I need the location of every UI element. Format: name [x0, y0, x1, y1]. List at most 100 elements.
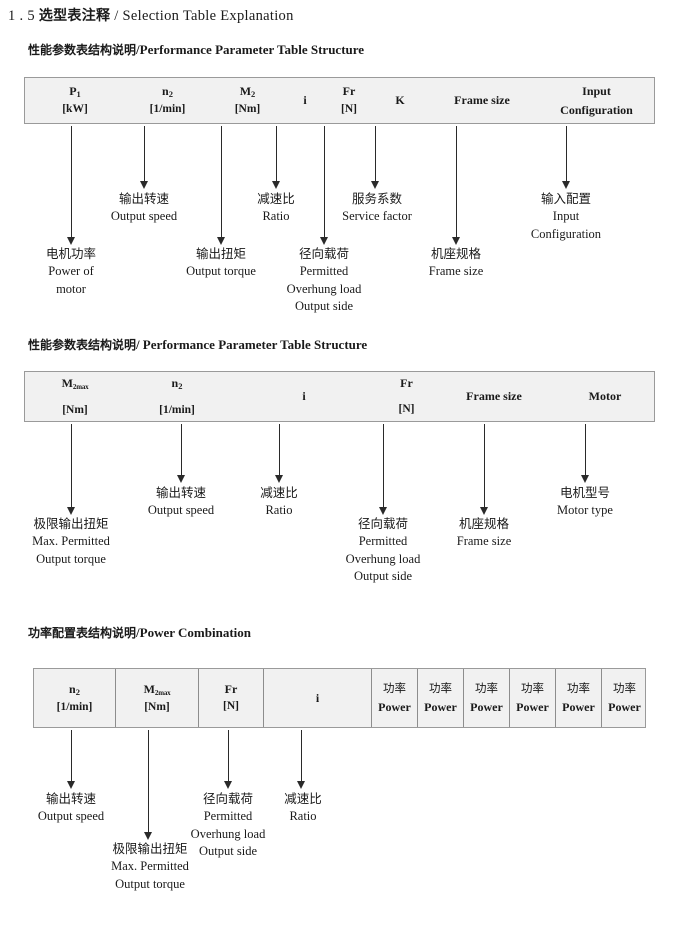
table1-col-m2: M2 [Nm]	[210, 78, 285, 123]
annotation-input-configuration-chinese: 输入配置	[540, 191, 592, 206]
table1-col-i-symbol: i	[303, 93, 307, 108]
annotation-overhung-load-3-chinese: 径向载荷	[202, 791, 254, 806]
annotation-ratio: 减速比 Ratio	[257, 190, 295, 226]
table2-col-frame-size-label: Frame size	[466, 389, 522, 404]
table2-col-fr-unit: [N]	[398, 403, 415, 416]
table1-col-input-configuration-line1: Input	[582, 83, 611, 98]
table2-col-n2-unit: [1/min]	[159, 403, 195, 416]
table3-col-power-2: 功率 Power	[417, 669, 463, 727]
annotation-ratio-en-1: Ratio	[262, 208, 290, 223]
table1-col-fr-unit: [N]	[341, 102, 357, 115]
annotation-overhung-load-2-en-3: Output side	[354, 569, 412, 584]
annotation-ratio-2-chinese: 减速比	[260, 485, 298, 500]
table1-col-fr: Fr [N]	[325, 78, 373, 123]
annotation-output-speed-2-chinese: 输出转速	[155, 485, 206, 500]
arrow-head-output-speed-3	[67, 781, 75, 789]
annotation-frame-size-2-chinese: 机座规格	[458, 516, 509, 531]
table3-col-power-1-english: Power	[378, 699, 411, 714]
annotation-ratio-3: 减速比 Ratio	[284, 790, 322, 826]
section-2-heading-chinese: 性能参数表结构说明	[28, 338, 137, 352]
section-2-heading-separator: /	[136, 337, 140, 352]
table2-col-m2max-symbol: M	[61, 375, 73, 390]
annotation-service-factor-en-1: Service factor	[342, 208, 412, 223]
annotation-power-of-motor: 电机功率 Power of motor	[46, 245, 96, 298]
arrow-stem-output-speed-3	[71, 730, 72, 783]
annotation-max-permitted-output-torque-3-en-1: Max. Permitted	[111, 858, 189, 873]
table3-col-power-6-english: Power	[608, 699, 641, 714]
table3-col-i-symbol: i	[315, 690, 320, 705]
annotation-power-of-motor-chinese: 电机功率	[45, 246, 97, 261]
table2-col-i-symbol: i	[302, 389, 306, 404]
table1-col-frame-size: Frame size	[427, 78, 537, 123]
table1-col-frame-size-label: Frame size	[454, 93, 510, 108]
table2-col-fr: Fr [N]	[379, 372, 434, 421]
annotation-output-speed-3: 输出转速 Output speed	[38, 790, 104, 826]
table1-col-n2-subscript: 2	[168, 89, 173, 99]
table3-col-power-5-english: Power	[562, 699, 595, 714]
arrow-stem-output-speed-2	[181, 424, 182, 477]
table2-col-i: i	[229, 372, 379, 421]
annotation-frame-size-2: 机座规格 Frame size	[457, 515, 512, 551]
table3-col-n2-subscript: 2	[75, 686, 80, 697]
annotation-frame-size-chinese: 机座规格	[430, 246, 481, 261]
annotation-output-speed-3-en-1: Output speed	[37, 808, 105, 823]
arrow-stem-max-permitted-output-torque-2	[71, 424, 72, 509]
annotation-overhung-load-2-en-1: Permitted	[358, 533, 408, 548]
annotation-overhung-load-en-3: Output side	[295, 299, 353, 314]
section-3-heading-separator: /	[136, 625, 140, 640]
annotation-overhung-load-en-2: Overhung load	[286, 281, 362, 296]
arrow-head-output-torque	[217, 237, 225, 245]
table1-col-m2-subscript: 2	[251, 89, 256, 99]
table1-col-input-configuration-line2: Configuration	[560, 102, 633, 117]
arrow-head-max-permitted-output-torque-2	[67, 507, 75, 515]
section-1-heading-english: Performance Parameter Table Structure	[139, 42, 365, 57]
table3-col-m2max-subscript: 2max	[154, 688, 171, 697]
page-title-number: 1 . 5	[8, 8, 35, 24]
section-3-heading: 功率配置表结构说明/Power Combination	[28, 624, 251, 641]
annotation-max-permitted-output-torque-2-en-2: Output torque	[36, 551, 106, 566]
annotation-max-permitted-output-torque-3-chinese: 极限输出扭矩	[112, 841, 188, 856]
section-3-heading-english: Power Combination	[139, 625, 251, 640]
table3-col-fr-unit: [N]	[223, 700, 239, 713]
annotation-motor-type-2-chinese: 电机型号	[559, 485, 610, 500]
arrow-head-frame-size	[452, 237, 460, 245]
table1-col-p1-unit: [kW]	[62, 103, 88, 116]
table1-col-input-configuration: Input Configuration	[537, 78, 656, 123]
arrow-head-motor-type-2	[581, 475, 589, 483]
table1-col-p1-subscript: 1	[76, 89, 81, 99]
arrow-stem-input-configuration	[566, 126, 567, 183]
table1-col-p1: P1 [kW]	[25, 78, 125, 123]
table2-col-m2max-subscript: 2max	[72, 382, 89, 391]
annotation-ratio-chinese: 减速比	[257, 191, 295, 206]
annotation-overhung-load-2-en-2: Overhung load	[345, 551, 421, 566]
table3-col-n2-unit: [1/min]	[56, 700, 93, 713]
table3-col-n2: n2 [1/min]	[34, 669, 115, 727]
annotation-max-permitted-output-torque-2: 极限输出扭矩 Max. Permitted Output torque	[32, 515, 110, 568]
arrow-stem-frame-size	[456, 126, 457, 239]
arrow-head-frame-size-2	[480, 507, 488, 515]
table3-col-m2max-symbol: M	[143, 681, 155, 696]
arrow-stem-frame-size-2	[484, 424, 485, 509]
performance-parameter-table-1: P1 [kW] n2 [1/min] M2 [Nm] i Fr [N] K Fr…	[24, 77, 655, 124]
table3-col-power-1-chinese: 功率	[383, 680, 406, 695]
table3-col-power-1: 功率 Power	[371, 669, 417, 727]
arrow-head-ratio-3	[297, 781, 305, 789]
arrow-head-overhung-load-2	[379, 507, 387, 515]
arrow-stem-power-of-motor	[71, 126, 72, 239]
arrow-stem-ratio	[276, 126, 277, 183]
annotation-overhung-load-2: 径向载荷 Permitted Overhung load Output side	[346, 515, 421, 586]
arrow-stem-motor-type-2	[585, 424, 586, 477]
annotation-output-speed-chinese: 输出转速	[118, 191, 169, 206]
table2-col-frame-size: Frame size	[434, 372, 554, 421]
arrow-head-overhung-load	[320, 237, 328, 245]
arrow-head-output-speed	[140, 181, 148, 189]
table2-col-fr-symbol: Fr	[400, 375, 413, 390]
section-1-heading: 性能参数表结构说明/Performance Parameter Table St…	[28, 41, 364, 58]
table1-col-i: i	[285, 78, 325, 123]
annotation-power-of-motor-en-1: Power of	[48, 263, 94, 278]
annotation-power-of-motor-en-2: motor	[56, 281, 86, 296]
annotation-overhung-load-3-en-2: Overhung load	[190, 826, 266, 841]
section-1-heading-separator: /	[136, 42, 140, 57]
annotation-max-permitted-output-torque-2-en-1: Max. Permitted	[32, 533, 110, 548]
arrow-stem-max-permitted-output-torque-3	[148, 730, 149, 834]
